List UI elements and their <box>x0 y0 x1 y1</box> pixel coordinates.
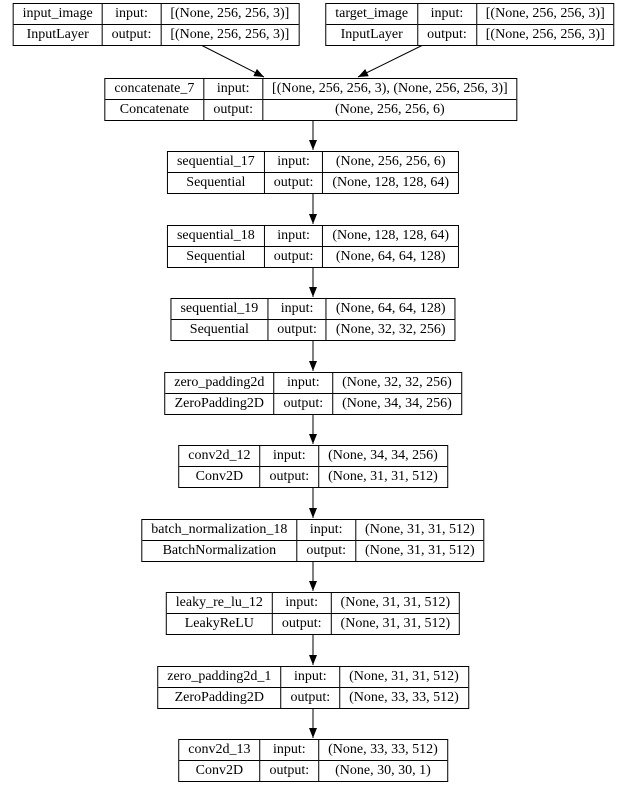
layer-class-cell: InputLayer <box>340 27 403 42</box>
layer-class-cell: Conv2D <box>195 763 244 778</box>
output-label-cell: output: <box>280 688 339 708</box>
layer-name-cell: input_image <box>13 4 102 25</box>
layer-name-cell: conv2d_12 <box>179 446 260 467</box>
input-shape-cell: (None, 34, 34, 256) <box>318 446 447 467</box>
input-label-cell: input: <box>267 299 326 320</box>
output-shape-cell: (None, 128, 128, 64) <box>322 173 458 193</box>
output-label-cell: output: <box>273 394 332 414</box>
layer-class-cell: ZeroPadding2D <box>174 690 265 705</box>
layer-class-cell: Conv2D <box>195 469 244 484</box>
layer-class-cell: Concatenate <box>119 102 189 117</box>
layer-name-cell: concatenate_7 <box>105 79 204 100</box>
output-label-cell: output: <box>259 761 318 781</box>
output-label-cell: output: <box>271 614 331 634</box>
input-shape-cell: [(None, 256, 256, 3), (None, 256, 256, 3… <box>262 79 517 100</box>
input-shape-cell: (None, 33, 33, 512) <box>318 740 447 761</box>
input-shape-cell: (None, 31, 31, 512) <box>355 520 484 541</box>
output-shape-cell: [(None, 256, 256, 3)] <box>475 25 614 45</box>
input-label-cell: input: <box>417 4 476 25</box>
input-label-cell: input: <box>259 446 319 467</box>
layer-class-cell: InputLayer <box>26 27 89 42</box>
input-shape-cell: [(None, 256, 256, 3)] <box>160 4 299 25</box>
input-label-cell: input: <box>259 740 319 761</box>
output-shape-cell: (None, 256, 256, 6) <box>262 100 517 120</box>
layer-class-cell: Sequential <box>186 175 246 190</box>
input-shape-cell: (None, 64, 64, 128) <box>325 299 455 320</box>
input-label-cell: input: <box>273 373 333 394</box>
output-label-cell: output: <box>203 100 262 120</box>
input-shape-cell: (None, 32, 32, 256) <box>332 373 461 394</box>
layer-class-cell: BatchNormalization <box>162 543 277 558</box>
layer-class-cell: Sequential <box>189 322 249 337</box>
output-shape-cell: (None, 30, 30, 1) <box>318 761 447 781</box>
layer-name-cell: leaky_re_lu_12 <box>166 593 272 614</box>
input-label-cell: input: <box>203 79 263 100</box>
layer-class-cell: Sequential <box>186 249 246 264</box>
layer-class-cell: LeakyReLU <box>184 616 254 631</box>
layer-name-cell: sequential_19 <box>171 299 268 320</box>
layer-name-cell: conv2d_13 <box>179 740 260 761</box>
input-shape-cell: [(None, 256, 256, 3)] <box>475 4 614 25</box>
output-shape-cell: [(None, 256, 256, 3)] <box>160 25 298 45</box>
output-shape-cell: (None, 32, 32, 256) <box>325 320 455 340</box>
output-label-cell: output: <box>267 320 326 340</box>
input-shape-cell: (None, 31, 31, 512) <box>330 593 460 614</box>
output-label-cell: output: <box>263 247 323 267</box>
layer-name-cell: zero_padding2d_1 <box>158 667 281 688</box>
input-label-cell: input: <box>280 667 340 688</box>
output-shape-cell: (None, 64, 64, 128) <box>322 247 458 267</box>
output-label-cell: output: <box>296 541 355 561</box>
layer-name-cell: sequential_18 <box>167 226 264 247</box>
edge-arrow <box>357 43 426 78</box>
output-shape-cell: (None, 31, 31, 512) <box>355 541 484 561</box>
layer-name-cell: target_image <box>326 4 418 25</box>
output-label-cell: output: <box>101 25 161 45</box>
input-shape-cell: (None, 128, 128, 64) <box>322 226 459 247</box>
layer-name-cell: batch_normalization_18 <box>142 520 297 541</box>
input-label-cell: input: <box>271 593 331 614</box>
output-shape-cell: (None, 33, 33, 512) <box>339 688 468 708</box>
input-label-cell: input: <box>101 4 161 25</box>
output-label-cell: output: <box>263 173 323 193</box>
layer-class-cell: ZeroPadding2D <box>174 396 265 411</box>
input-shape-cell: (None, 256, 256, 6) <box>322 152 459 173</box>
output-shape-cell: (None, 31, 31, 512) <box>318 467 447 487</box>
output-label-cell: output: <box>417 25 476 45</box>
output-shape-cell: (None, 34, 34, 256) <box>332 394 461 414</box>
input-label-cell: input: <box>263 152 323 173</box>
input-label-cell: input: <box>296 520 356 541</box>
input-label-cell: input: <box>263 226 323 247</box>
layer-name-cell: sequential_17 <box>167 152 264 173</box>
edge-arrow <box>198 43 265 78</box>
layer-name-cell: zero_padding2d <box>165 373 274 394</box>
output-label-cell: output: <box>259 467 318 487</box>
input-shape-cell: (None, 31, 31, 512) <box>339 667 468 688</box>
output-shape-cell: (None, 31, 31, 512) <box>330 614 460 634</box>
